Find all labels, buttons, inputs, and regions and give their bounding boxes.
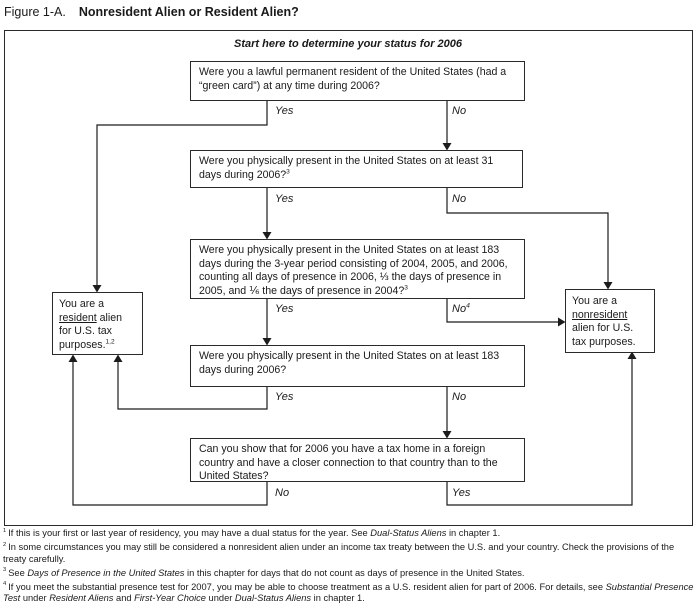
result-resident-text: You are a bbox=[59, 298, 104, 310]
result-nonresident-underline: nonresident bbox=[572, 308, 628, 321]
result-resident-underline: resident bbox=[59, 311, 97, 324]
question-183-days-2006-text: Were you physically present in the Unite… bbox=[199, 350, 500, 376]
result-resident-text-tail: alien for U.S. tax purposes. bbox=[59, 311, 123, 351]
label-q3-yes: Yes bbox=[275, 303, 294, 315]
question-green-card-text: Were you a lawful permanent resident of … bbox=[199, 66, 507, 92]
footnote-ref-3: 3 bbox=[404, 283, 408, 291]
question-green-card: Were you a lawful permanent resident of … bbox=[190, 61, 525, 101]
label-q3-no: No4 bbox=[452, 302, 470, 315]
footnote-ref-3: 3 bbox=[286, 167, 290, 175]
label-q5-yes: Yes bbox=[452, 487, 471, 499]
label-q1-yes: Yes bbox=[275, 105, 294, 117]
label-q1-no: No bbox=[452, 105, 467, 117]
figure-title: Figure 1-A. Nonresident Alien or Resident… bbox=[4, 5, 299, 19]
flowchart-border bbox=[4, 30, 693, 526]
question-31-days-text: Were you physically present in the Unite… bbox=[199, 155, 494, 181]
figure-heading: Nonresident Alien or Resident Alien? bbox=[78, 5, 299, 19]
footnote-ref-4: 4 bbox=[466, 302, 470, 310]
footnote-2-marker: 2 bbox=[3, 541, 7, 548]
result-resident-alien: You are a resident alien for U.S. tax pu… bbox=[52, 292, 143, 355]
label-q5-no: No bbox=[275, 487, 290, 499]
label-q4-yes: Yes bbox=[275, 391, 294, 403]
figure-number: Figure 1-A. bbox=[4, 5, 66, 19]
question-183-days-3yr-text: Were you physically present in the Unite… bbox=[199, 244, 508, 297]
start-instruction: Start here to determine your status for … bbox=[233, 38, 462, 50]
label-q3-no-text: No bbox=[452, 303, 467, 315]
result-nonresident-alien: You are a nonresident alien for U.S. tax… bbox=[565, 289, 655, 353]
label-q4-no: No bbox=[452, 391, 467, 403]
label-q2-no: No bbox=[452, 193, 467, 205]
question-183-days-2006: Were you physically present in the Unite… bbox=[190, 345, 525, 387]
question-tax-home-text: Can you show that for 2006 you have a ta… bbox=[199, 443, 498, 482]
question-tax-home: Can you show that for 2006 you have a ta… bbox=[190, 438, 525, 482]
footnote-3-marker: 3 bbox=[3, 567, 7, 574]
result-nonresident-text: You are a bbox=[572, 295, 617, 307]
label-q2-yes: Yes bbox=[275, 193, 294, 205]
footnote-4-marker: 4 bbox=[3, 581, 7, 588]
question-31-days: Were you physically present in the Unite… bbox=[190, 150, 523, 188]
footnote-ref-1-2: 1,2 bbox=[105, 337, 115, 345]
footnote-1-marker: 1 bbox=[3, 527, 7, 534]
question-183-days-3yr: Were you physically present in the Unite… bbox=[190, 239, 525, 299]
result-nonresident-text-tail: alien for U.S. tax purposes. bbox=[572, 322, 636, 348]
